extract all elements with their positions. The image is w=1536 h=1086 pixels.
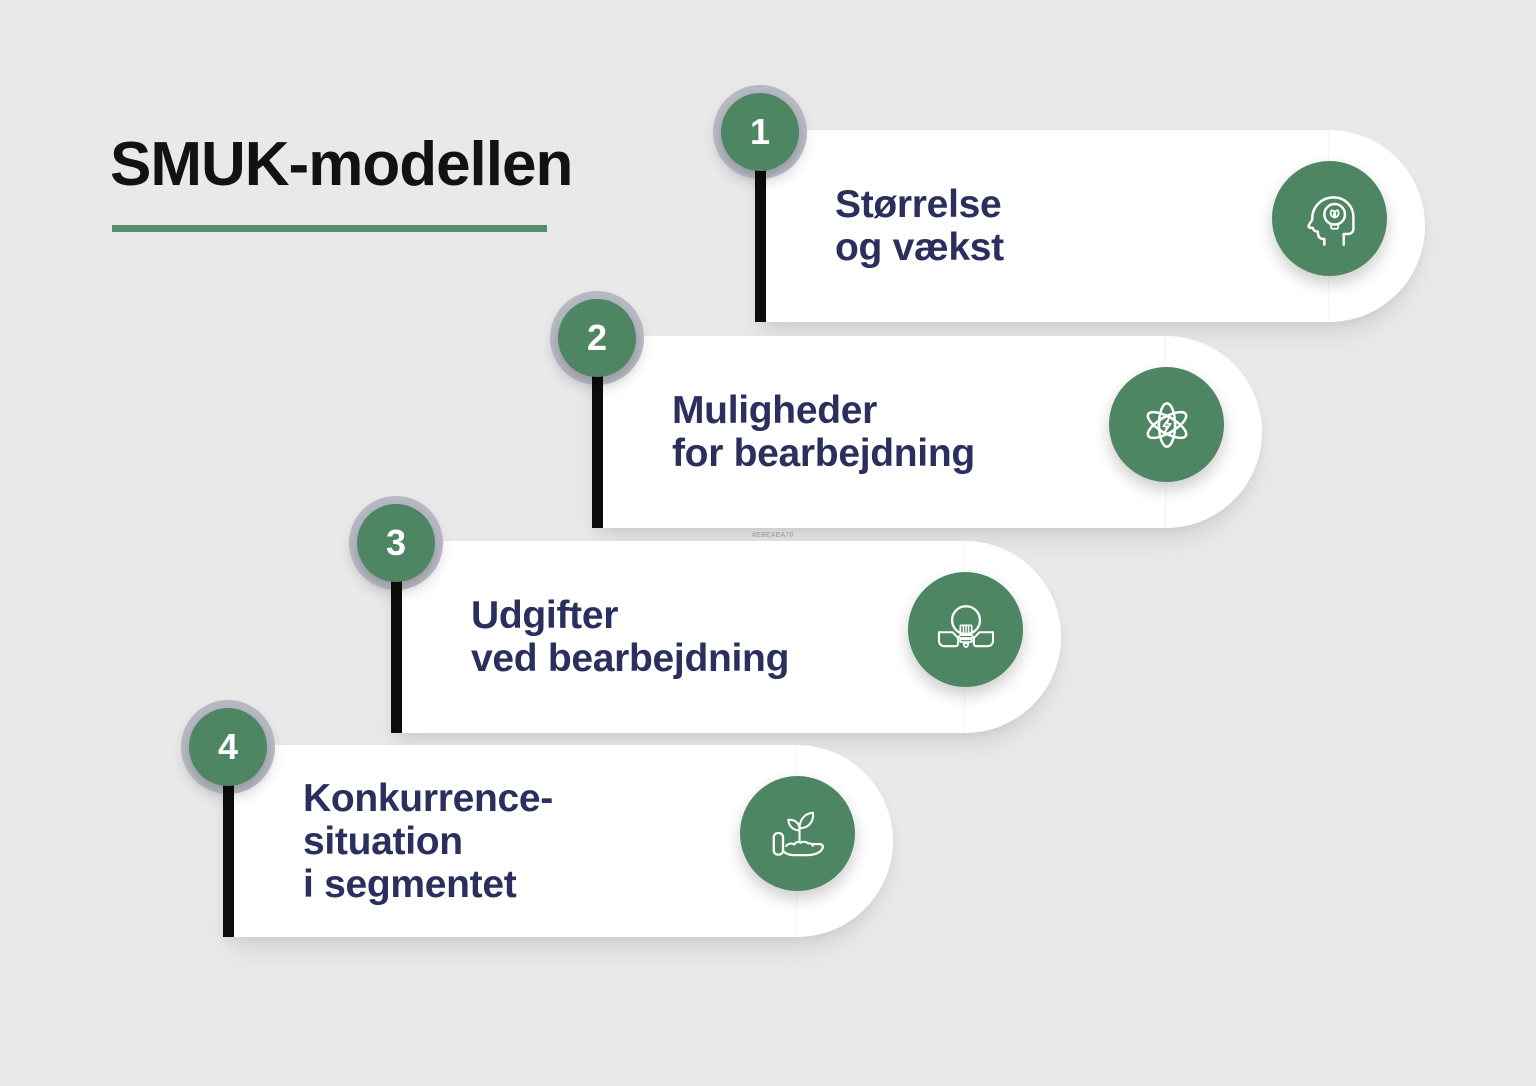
step-number-badge: 2 [558, 299, 636, 377]
step-label: Konkurrence- situation i segmentet [303, 745, 553, 937]
step-label: Muligheder for bearbejdning [672, 336, 975, 528]
step-number: 3 [385, 522, 407, 563]
connector-line [223, 745, 234, 937]
atom-energy-icon [1146, 401, 1187, 448]
step-icon-circle [1109, 367, 1224, 482]
head-lightbulb-icon [1306, 195, 1355, 246]
step-label-line: for bearbejdning [672, 432, 975, 475]
step-number-badge: 4 [189, 708, 267, 786]
step-number: 4 [217, 726, 239, 767]
step-card-2: 2 Muligheder for bearbejdning [550, 291, 1262, 528]
step-icon-circle [740, 776, 855, 891]
step-icon-circle [1272, 161, 1387, 276]
step-label-line: ved bearbejdning [471, 637, 790, 680]
step-number: 2 [586, 317, 608, 358]
title-underline [112, 225, 547, 232]
step-icon-circle [908, 572, 1023, 687]
page-title: SMUK-modellen [110, 130, 573, 199]
watermark-text: #EBEAEA78 [752, 532, 794, 539]
step-label-line: situation [303, 819, 463, 863]
step-label-line: Konkurrence- [303, 776, 553, 820]
connector-line [592, 336, 603, 528]
step-card-4: 4 Konkurrence- situation i segmentet [181, 700, 893, 937]
step-card-1: 1 Størrelse og vækst [713, 85, 1425, 322]
step-label-line: Muligheder [672, 389, 878, 432]
step-label-line: Udgifter [471, 594, 619, 637]
step-label-line: og vækst [835, 226, 1004, 269]
step-number-badge: 3 [357, 504, 435, 582]
step-label-line: i segmentet [303, 862, 517, 906]
step-label: Størrelse og vækst [835, 130, 1004, 322]
step-number-badge: 1 [721, 93, 799, 171]
hand-sprout-icon [772, 811, 824, 856]
step-label-line: Størrelse [835, 183, 1002, 226]
connector-line [755, 130, 766, 322]
step-number: 1 [749, 111, 771, 152]
connector-line [391, 541, 402, 733]
lightbulb-hands-icon [937, 604, 994, 648]
step-label: Udgifter ved bearbejdning [471, 541, 789, 733]
step-card-3: 3 Udgifter ved bearbejdning [349, 496, 1061, 733]
